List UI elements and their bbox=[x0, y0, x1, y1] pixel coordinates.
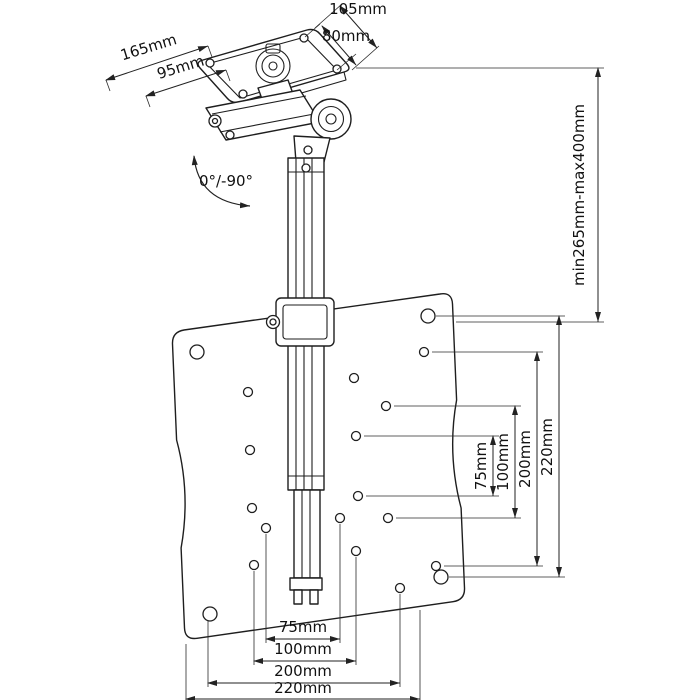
pivot-joint-outer bbox=[310, 98, 352, 140]
vesa-horizontal-dimensions: 75mm 100mm 200mm 220mm bbox=[185, 524, 421, 700]
dim-h75-label: 75mm bbox=[279, 618, 327, 636]
mount-hole bbox=[418, 346, 430, 358]
extension-line bbox=[351, 45, 380, 71]
vesa-vertical-dimensions: 75mm 100mm 200mm 220mm bbox=[364, 315, 565, 578]
mount-hole bbox=[242, 386, 254, 398]
tilt-arc bbox=[191, 155, 251, 209]
mount-hole bbox=[394, 582, 406, 594]
drop-height-dimension: min265mm-max400mm bbox=[356, 67, 604, 323]
arm-top-bolt bbox=[301, 163, 311, 173]
dim-h100-label: 100mm bbox=[274, 640, 332, 658]
dim-v220-label: 220mm bbox=[538, 418, 556, 476]
extension-line bbox=[304, 23, 321, 38]
mount-hole bbox=[420, 308, 436, 324]
mount-hole bbox=[430, 560, 442, 572]
dim-105-label: 105mm bbox=[329, 0, 387, 18]
swivel-ring-mid bbox=[261, 54, 285, 78]
top-dimensions: 105mm 80mm 165mm 95mm bbox=[105, 0, 387, 108]
mount-hole bbox=[244, 444, 256, 456]
hinge-body bbox=[205, 89, 321, 141]
mount-hole bbox=[246, 502, 258, 514]
vesa-plate-holes bbox=[189, 308, 449, 622]
pivot-joint-inner bbox=[325, 113, 337, 125]
mount-hole bbox=[260, 522, 272, 534]
arm-lower-column bbox=[293, 489, 321, 579]
swivel-ring-inner bbox=[268, 61, 278, 71]
extension-line bbox=[145, 95, 151, 108]
dim-v200-label: 200mm bbox=[516, 430, 534, 488]
extension-line bbox=[225, 69, 231, 82]
extension-line bbox=[105, 79, 111, 92]
mount-hole bbox=[350, 545, 362, 557]
arm-foot bbox=[289, 577, 323, 591]
mount-hole bbox=[205, 58, 215, 68]
hinge-assembly: 0°/-90° bbox=[191, 79, 352, 209]
mount-hole bbox=[380, 400, 392, 412]
extension-line bbox=[207, 45, 213, 58]
hinge-bolt bbox=[225, 130, 235, 140]
slide-clamp-inner bbox=[282, 304, 328, 340]
mount-hole bbox=[332, 64, 342, 74]
dim-h200-label: 200mm bbox=[274, 662, 332, 680]
hinge-body-line bbox=[211, 95, 307, 115]
mount-hole bbox=[238, 89, 248, 99]
dim-95-label: 95mm bbox=[155, 52, 206, 83]
swivel-bolt bbox=[265, 43, 281, 54]
dim-v75-label: 75mm bbox=[472, 442, 490, 490]
mount-hole bbox=[433, 569, 449, 585]
mount-hole bbox=[348, 372, 360, 384]
hinge-body-line bbox=[219, 113, 315, 133]
bracket-bolt bbox=[303, 145, 313, 155]
mount-hole bbox=[352, 490, 364, 502]
clamp-bolt bbox=[269, 318, 277, 326]
dim-h220-label: 220mm bbox=[274, 679, 332, 697]
telescopic-arm bbox=[265, 157, 335, 605]
arm-foot-tab bbox=[309, 589, 319, 605]
pivot-joint-mid bbox=[317, 105, 345, 133]
hinge-bolt bbox=[211, 117, 219, 125]
dimension-line-165 bbox=[105, 45, 209, 81]
drop-range-label: min265mm-max400mm bbox=[570, 104, 588, 286]
dim-80-label: 80mm bbox=[322, 27, 370, 45]
mount-hole bbox=[350, 430, 362, 442]
mount-hole bbox=[202, 606, 218, 622]
dimension-line-80 bbox=[321, 25, 357, 66]
swivel-ring-outer bbox=[255, 48, 291, 84]
tilt-angle-label: 0°/-90° bbox=[199, 172, 253, 190]
dim-v100-label: 100mm bbox=[494, 433, 512, 491]
dimension-line-105 bbox=[339, 5, 378, 49]
mount-hole bbox=[189, 344, 205, 360]
mount-hole bbox=[248, 559, 260, 571]
mount-hole bbox=[382, 512, 394, 524]
dimension-line-95 bbox=[145, 69, 227, 97]
arm-foot-tab bbox=[293, 589, 303, 605]
mount-hole bbox=[334, 512, 346, 524]
